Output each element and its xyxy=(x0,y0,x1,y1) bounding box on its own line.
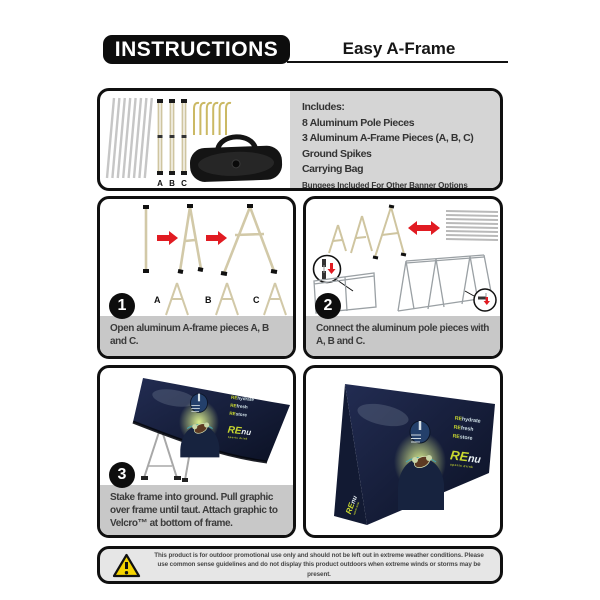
part-label-a: A xyxy=(157,179,163,188)
frame-end-caps xyxy=(143,204,278,276)
step-3-badge: 3 xyxy=(109,462,135,488)
tagline-3-rest: store xyxy=(459,434,472,442)
svg-text:REfresh: REfresh xyxy=(453,425,473,433)
page-title: INSTRUCTIONS xyxy=(114,37,279,61)
frame-label-a: A xyxy=(154,295,161,305)
part-label-b: B xyxy=(169,179,175,188)
football-player-graphic xyxy=(398,420,444,510)
connect-poles-diagram xyxy=(312,204,499,314)
a-frames-icon xyxy=(328,206,405,258)
side-face-logo: REnu sports drink xyxy=(344,494,361,515)
frame-label-b: B xyxy=(205,295,212,305)
svg-text:REstore: REstore xyxy=(229,411,247,418)
brand-sub-label: sports drink xyxy=(353,501,361,515)
svg-text:REnu: REnu xyxy=(227,425,252,438)
tagline-1-pre: RE xyxy=(231,395,238,401)
football-player-graphic xyxy=(180,393,220,458)
step-3-panel: REhydrate REfresh REstore REnu sports dr… xyxy=(97,365,296,538)
red-double-arrow-icon xyxy=(408,221,440,235)
tagline-3-pre: RE xyxy=(452,433,460,440)
includes-item: 3 Aluminum A-Frame Pieces (A, B, C) xyxy=(302,132,474,144)
frame-feet xyxy=(141,476,188,482)
tagline-3-pre: RE xyxy=(229,411,236,417)
step-1-caption: Open aluminum A-frame pieces A, B and C. xyxy=(100,316,293,356)
tagline-1-rest: hydrate xyxy=(462,416,481,424)
brand-sub-label: sports drink xyxy=(450,462,474,469)
tagline-2-rest: fresh xyxy=(460,425,473,433)
folded-a-frame-pieces-icon: A B C xyxy=(157,99,187,188)
brand-sub-label: sports drink xyxy=(228,435,248,441)
warning-text: This product is for outdoor promotional … xyxy=(154,552,484,578)
frame-legs xyxy=(143,431,193,481)
brand-logo-pre: RE xyxy=(227,425,242,437)
a-frame-sequence-icon xyxy=(144,206,276,274)
tagline-1-rest: hydrate xyxy=(237,395,254,402)
tagline-2-rest: fresh xyxy=(236,403,248,409)
staked-banner-illustration: REhydrate REfresh REstore REnu sports dr… xyxy=(132,378,290,482)
step-1-panel: A B C 1 Open aluminum A-frame pieces A, … xyxy=(97,196,296,359)
includes-list: Includes: 8 Aluminum Pole Pieces 3 Alumi… xyxy=(290,91,500,188)
brand-logo-rest: nu xyxy=(350,495,359,505)
kit-contents-illustration: A B C xyxy=(105,97,283,188)
part-label-c: C xyxy=(181,179,187,188)
tagline-2-pre: RE xyxy=(230,403,237,409)
brand-logo-rest: nu xyxy=(241,427,252,437)
includes-note: Bungees Included For Other Banner Option… xyxy=(302,180,468,190)
pole-pieces-icon xyxy=(105,97,153,179)
svg-text:REhydrate: REhydrate xyxy=(454,416,481,425)
svg-text:REfresh: REfresh xyxy=(230,403,248,410)
step-2-badge: 2 xyxy=(315,293,341,319)
assembled-banner-illustration: REhydrate REfresh REstore REnu sports dr… xyxy=(334,384,495,525)
svg-text:REnu: REnu xyxy=(344,494,359,515)
frame-label-c: C xyxy=(253,295,260,305)
product-name: Easy A-Frame xyxy=(342,39,456,58)
connector-detail-magnifier-icon xyxy=(312,254,354,292)
ground-spikes-icon xyxy=(193,101,232,135)
warning-triangle-icon xyxy=(112,553,141,577)
pole-stack-icon xyxy=(445,210,499,241)
tagline-2-pre: RE xyxy=(453,425,461,432)
red-arrow-icon xyxy=(157,231,178,245)
brand-logo-rest: nu xyxy=(467,453,482,467)
svg-text:REhydrate: REhydrate xyxy=(231,395,255,402)
brand-logo-pre: RE xyxy=(344,501,356,515)
step-2-caption: Connect the aluminum pole pieces with A,… xyxy=(306,316,500,356)
banner-front-face: REhydrate REfresh REstore REnu sports dr… xyxy=(345,384,495,525)
open-a-frame-diagram: A B C xyxy=(143,204,287,316)
red-arrow-icon xyxy=(206,231,227,245)
tagline-1-pre: RE xyxy=(454,416,462,423)
step-3-caption: Stake frame into ground. Pull graphic ov… xyxy=(100,485,293,535)
banner-graphic: REhydrate REfresh REstore REnu sports dr… xyxy=(132,378,290,464)
tagline-3-rest: store xyxy=(235,411,247,417)
instructions-title-pill: INSTRUCTIONS xyxy=(103,35,290,64)
svg-text:REstore: REstore xyxy=(452,433,473,441)
assembled-banner-panel: REhydrate REfresh REstore REnu sports dr… xyxy=(303,365,503,538)
svg-text:REnu: REnu xyxy=(449,447,482,466)
joint-detail-magnifier-icon xyxy=(464,288,497,312)
frame-end-caps xyxy=(372,204,407,260)
step-2-panel: 2 Connect the aluminum pole pieces with … xyxy=(303,196,503,359)
step-1-badge: 1 xyxy=(109,293,135,319)
header-rule xyxy=(287,61,508,63)
includes-panel: A B C Includes: 8 Aluminum Pole Pieces 3… xyxy=(97,88,503,191)
banner-side-face xyxy=(334,384,367,525)
includes-item: Ground Spikes xyxy=(302,147,372,160)
warning-box: This product is for outdoor promotional … xyxy=(97,546,503,584)
includes-item: Carrying Bag xyxy=(302,163,364,175)
full-frame-sketch xyxy=(397,254,493,312)
brand-logo-pre: RE xyxy=(449,447,469,464)
small-a-frames-icon xyxy=(165,282,287,316)
includes-heading: Includes: xyxy=(302,101,345,113)
carrying-bag-icon xyxy=(189,134,283,182)
includes-item: 8 Aluminum Pole Pieces xyxy=(302,116,415,129)
